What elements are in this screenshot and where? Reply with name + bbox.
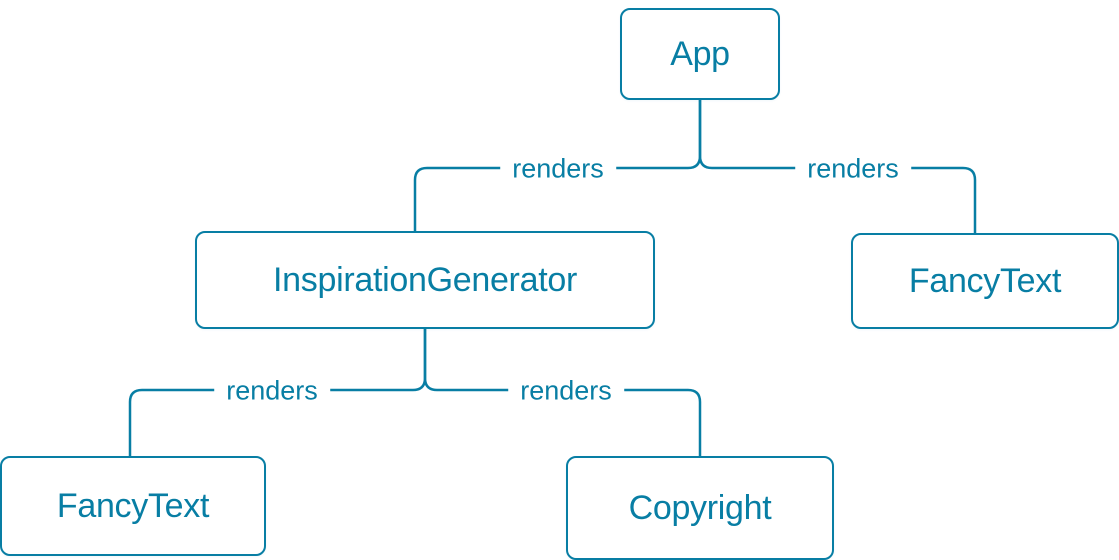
node-fancytext-bottom-left: FancyText	[0, 456, 266, 556]
edge-label-renders-inspirationgenerator-copyright: renders	[508, 373, 624, 409]
node-copyright-label: Copyright	[628, 488, 772, 527]
node-app: App	[620, 8, 780, 100]
node-inspiration-generator-label: InspirationGenerator	[273, 260, 577, 299]
edge-label-renders-app-inspirationgenerator: renders	[500, 151, 616, 187]
node-fancytext-top-right: FancyText	[851, 233, 1119, 329]
edge-label-renders-inspirationgenerator-fancytext: renders	[214, 373, 330, 409]
node-fancytext-bottom-left-label: FancyText	[56, 486, 210, 525]
node-app-label: App	[670, 34, 730, 73]
edge-label-renders-app-fancytext: renders	[795, 151, 911, 187]
node-inspiration-generator: InspirationGenerator	[195, 231, 655, 329]
node-fancytext-top-right-label: FancyText	[908, 261, 1062, 300]
node-copyright: Copyright	[566, 456, 834, 560]
